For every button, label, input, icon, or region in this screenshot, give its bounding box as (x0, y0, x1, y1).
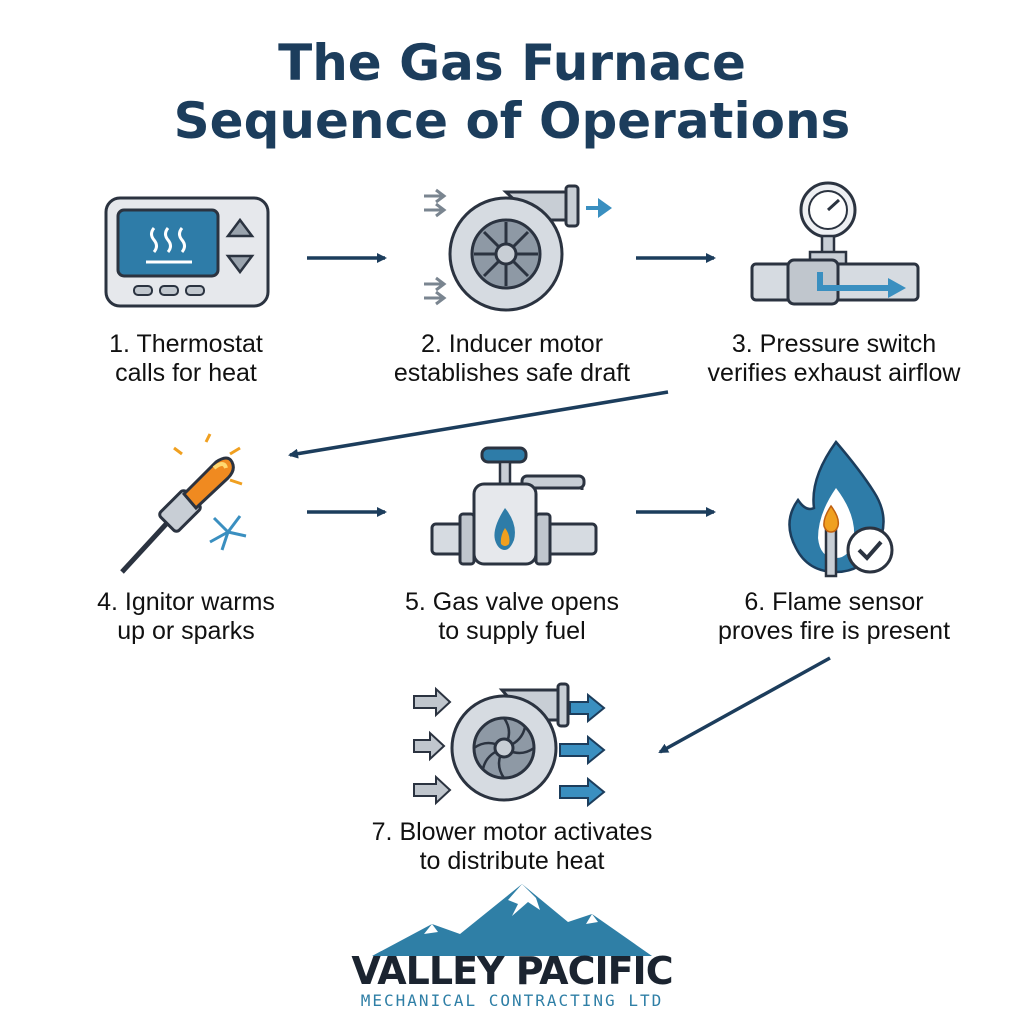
inducer-fan-icon (424, 184, 612, 312)
ignitor-icon (120, 433, 247, 574)
step-5-line-2: to supply fuel (438, 617, 586, 645)
step-5-line-1: 5. Gas valve opens (404, 588, 619, 616)
logo-company-name: VALLEY PACIFIC (351, 949, 673, 993)
step-3-line-1: 3. Pressure switch (731, 330, 937, 358)
step-7-line-1: 7. Blower motor activates (371, 818, 653, 846)
page-title: The Gas Furnace Sequence of Operations (0, 34, 1024, 150)
title-line-1: The Gas Furnace (278, 34, 746, 92)
step-6-line-2: proves fire is present (717, 617, 951, 645)
step-1-label: 1. Thermostat calls for heat (26, 330, 346, 388)
step-7-line-2: to distribute heat (419, 847, 605, 875)
step-4-line-1: 4. Ignitor warms (97, 588, 275, 616)
blower-fan-icon (413, 682, 606, 808)
title-line-2: Sequence of Operations (173, 92, 851, 150)
flame-sensor-icon (788, 439, 894, 578)
step-2-line-1: 2. Inducer motor (420, 330, 604, 358)
pressure-gauge-icon (750, 181, 920, 306)
step-2-label: 2. Inducer motor establishes safe draft (352, 330, 672, 388)
mountain-logo-icon (372, 884, 652, 956)
gas-valve-icon (430, 446, 598, 566)
step-1-line-1: 1. Thermostat (109, 330, 263, 358)
step-4-label: 4. Ignitor warms up or sparks (26, 588, 346, 646)
arrow-6-to-7 (658, 656, 831, 754)
step-6-label: 6. Flame sensor proves fire is present (674, 588, 994, 646)
step-4-line-2: up or sparks (117, 617, 255, 645)
step-7-label: 7. Blower motor activates to distribute … (352, 818, 672, 876)
step-6-line-1: 6. Flame sensor (744, 588, 924, 616)
step-2-line-2: establishes safe draft (393, 359, 631, 387)
step-1-line-2: calls for heat (115, 359, 257, 387)
step-3-label: 3. Pressure switch verifies exhaust airf… (674, 330, 994, 388)
step-5-label: 5. Gas valve opens to supply fuel (352, 588, 672, 646)
logo-tagline: MECHANICAL CONTRACTING LTD (360, 991, 664, 1010)
thermostat-icon (104, 196, 270, 308)
step-3-line-2: verifies exhaust airflow (707, 359, 961, 387)
